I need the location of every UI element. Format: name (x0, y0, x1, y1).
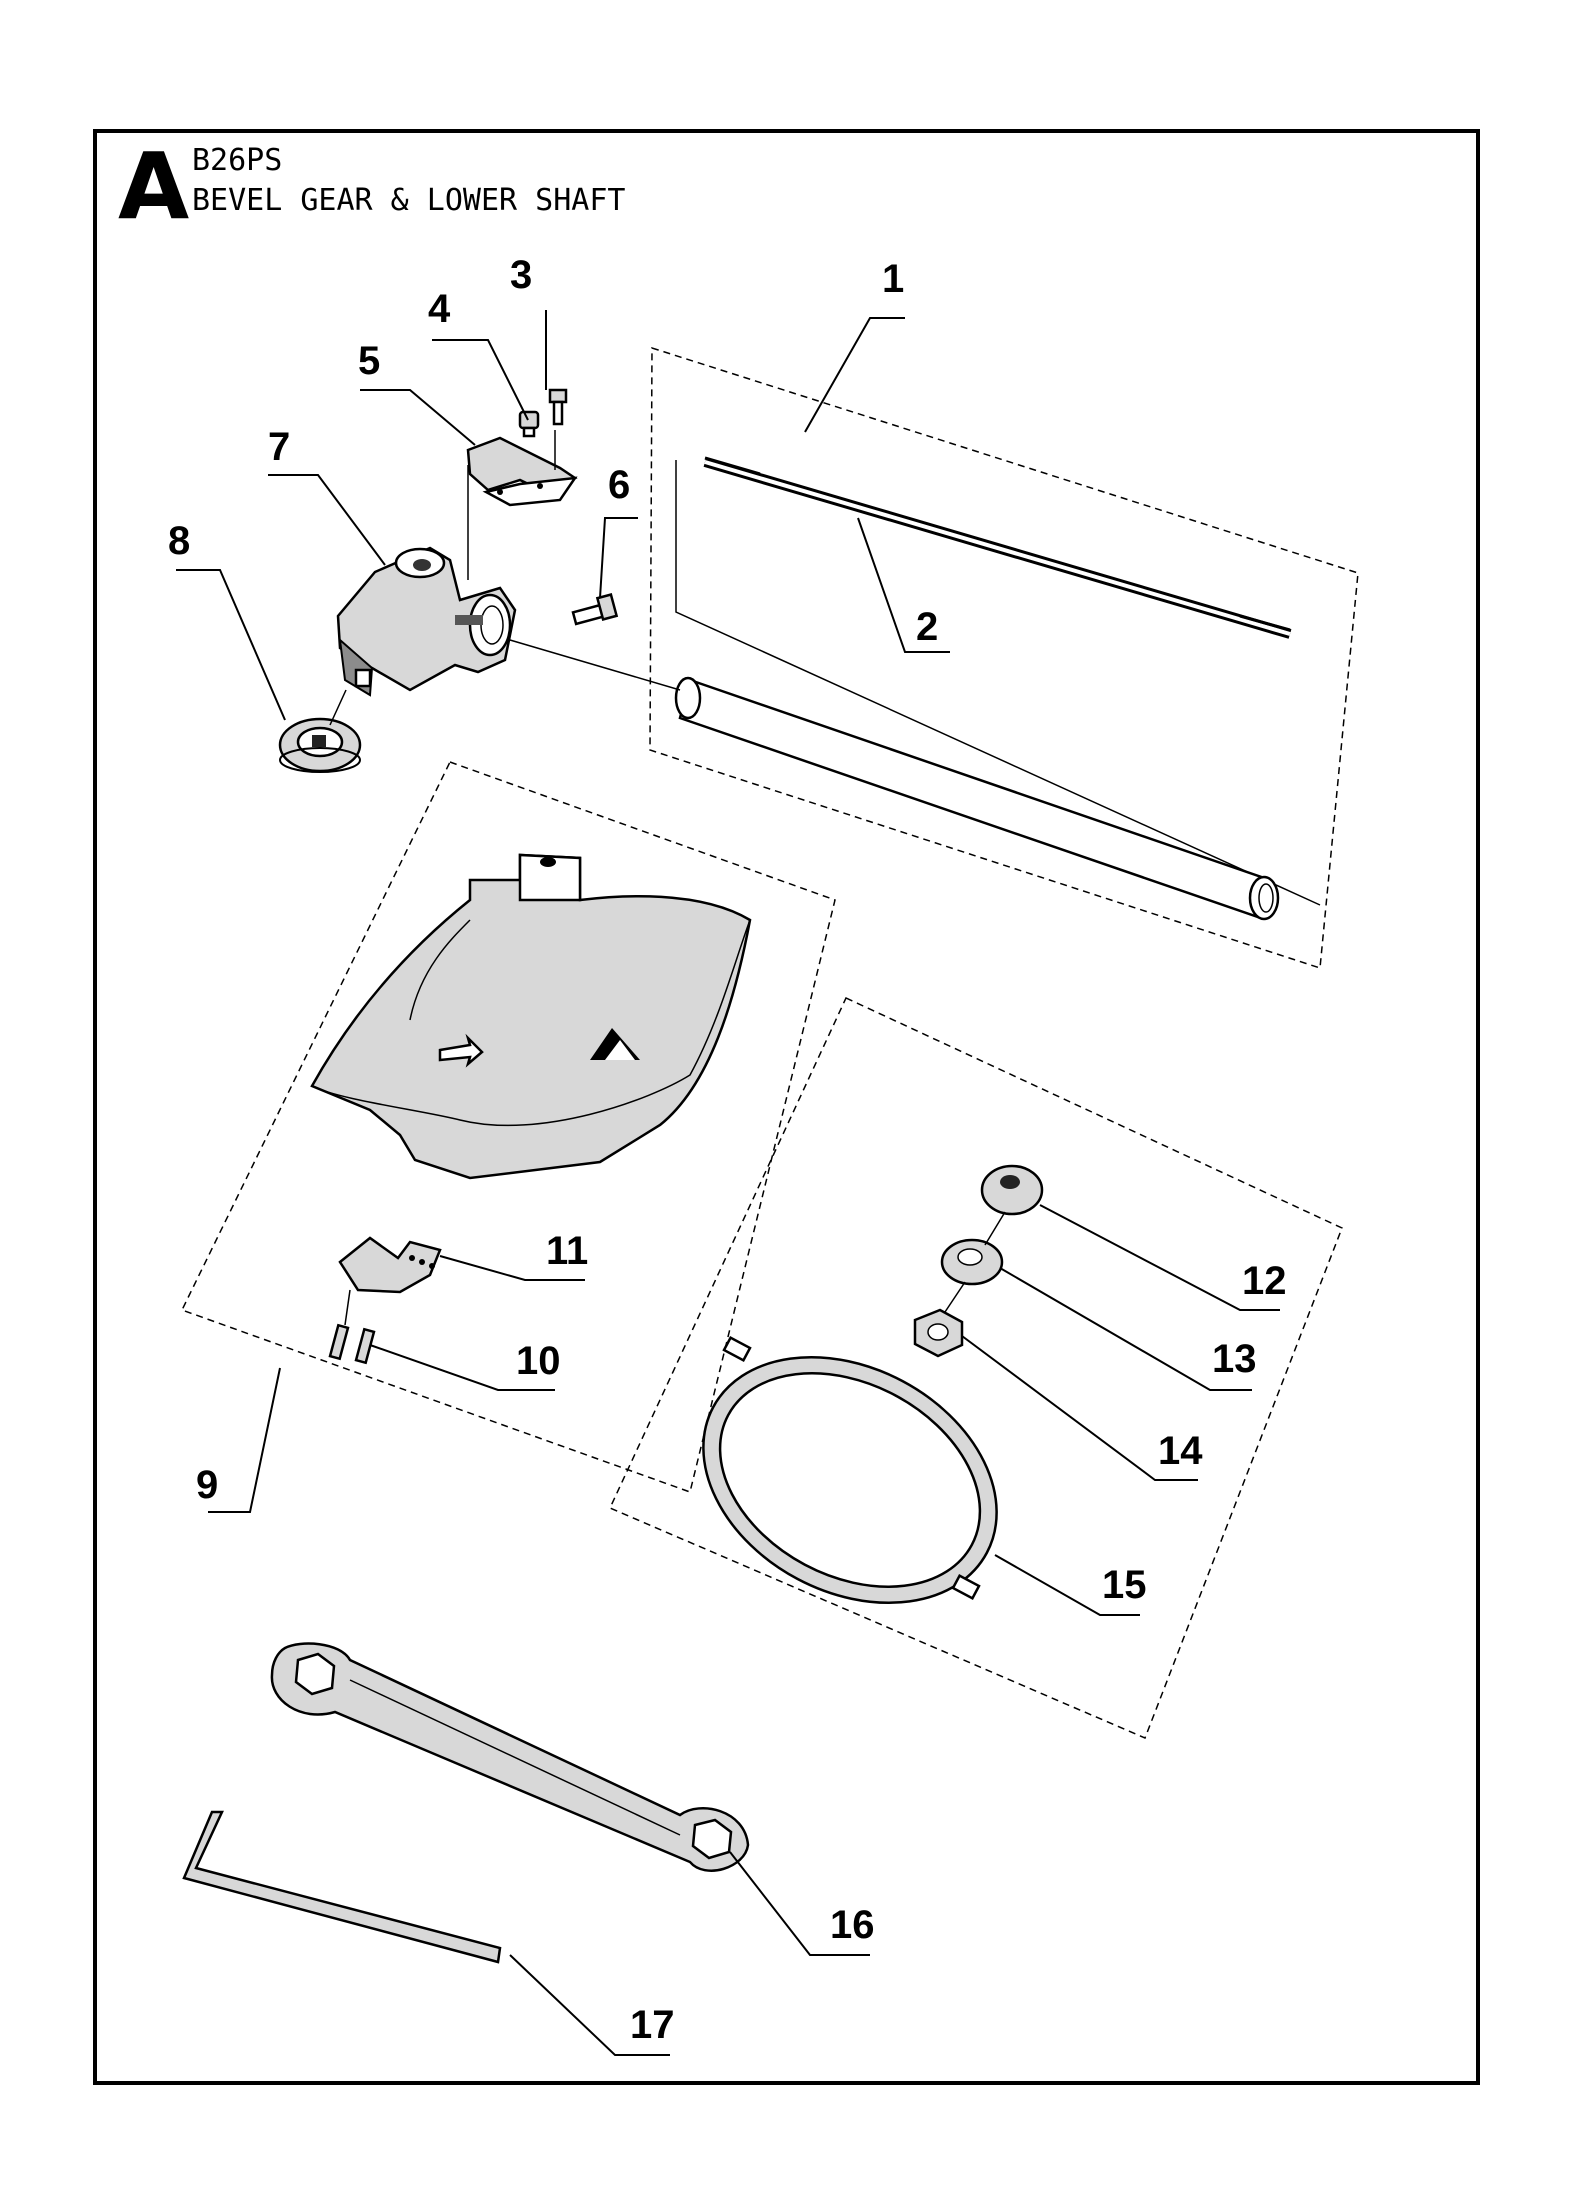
callout-13: 13 (1212, 1337, 1257, 1381)
small-screw-part (518, 410, 540, 438)
wrench-part (270, 1642, 750, 1872)
clamp-bolt-part (571, 593, 619, 626)
section-letter: A (118, 133, 189, 240)
callout-10: 10 (516, 1339, 561, 1383)
spindle-washer-part (278, 717, 362, 773)
callout-3: 3 (510, 253, 532, 297)
ring-part (702, 1335, 998, 1605)
callout-5: 5 (358, 339, 380, 383)
model-name: B26PS (192, 143, 282, 178)
bevel-gear-housing-part (336, 546, 517, 697)
callout-11: 11 (546, 1229, 588, 1273)
callout-8: 8 (168, 519, 190, 563)
callout-17: 17 (630, 2003, 675, 2047)
callout-labels: 1 2 3 4 5 6 7 8 9 10 11 12 13 14 15 16 1… (168, 253, 1287, 2047)
callout-14: 14 (1158, 1429, 1203, 1473)
head-group-box (608, 997, 1343, 1739)
washer-part (940, 1238, 1004, 1286)
bracket-part (466, 436, 578, 507)
callout-16: 16 (830, 1903, 875, 1947)
callout-15: 15 (1102, 1563, 1147, 1607)
drive-shaft-part (703, 456, 1292, 639)
guard-screws-part (328, 1323, 376, 1365)
section-title: BEVEL GEAR & LOWER SHAFT (192, 183, 625, 218)
leader-lines (176, 310, 1280, 2056)
callout-9: 9 (196, 1463, 218, 1507)
callout-4: 4 (428, 287, 451, 331)
nut-part (913, 1308, 964, 1358)
callout-6: 6 (608, 463, 630, 507)
cap-part (980, 1164, 1044, 1216)
diagram-frame (93, 129, 1480, 2085)
callout-1: 1 (882, 257, 904, 301)
tube-part (674, 676, 1280, 921)
bracket-bolt-part (548, 388, 568, 426)
hex-key-part (182, 1810, 502, 1964)
shaft-group-box (649, 346, 1359, 970)
guard-plate-part (338, 1236, 442, 1294)
trimmer-guard-part (310, 853, 752, 1180)
shaft-inner-box (675, 460, 1321, 906)
callout-2: 2 (916, 605, 938, 649)
callout-12: 12 (1242, 1259, 1287, 1303)
callout-7: 7 (268, 425, 290, 469)
